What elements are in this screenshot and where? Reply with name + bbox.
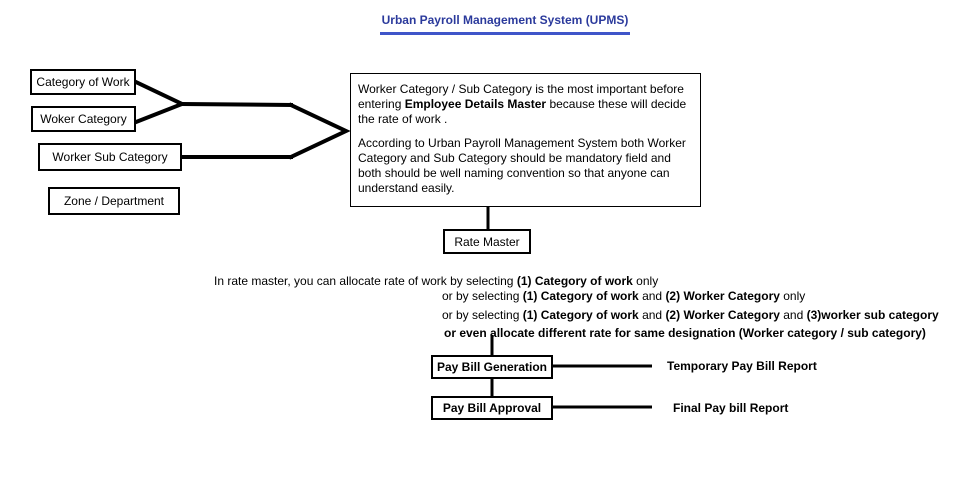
box-rate-master-label: Rate Master: [454, 234, 520, 249]
box-worker-sub-category: Worker Sub Category: [38, 143, 182, 171]
box-pay-bill-generation-label: Pay Bill Generation: [436, 360, 548, 374]
rate-line-3-mid-1: and: [638, 308, 666, 322]
rate-line-2-bold-2: (2) Worker Category: [665, 289, 780, 303]
rate-line-3-bold-1: (1) Category of work: [522, 308, 639, 322]
connector-arrow-to-note: [288, 102, 351, 160]
rate-line-1-tail: only: [632, 274, 659, 288]
connector-category-of-work: [133, 79, 188, 125]
temporary-pay-bill-report: Temporary Pay Bill Report: [667, 359, 817, 373]
note-paragraph-1: Worker Category / Sub Category is the mo…: [358, 82, 693, 127]
diagram-title: Urban Payroll Management System (UPMS): [380, 12, 630, 35]
box-worker-sub-category-label: Worker Sub Category: [52, 150, 168, 164]
note-box: Worker Category / Sub Category is the mo…: [350, 73, 701, 207]
connector-merge: [179, 101, 294, 108]
box-pay-bill-approval-label: Pay Bill Approval: [442, 401, 542, 415]
rate-line-3-bold-3: (3)worker sub category: [806, 308, 939, 322]
rate-line-3-bold-2: (2) Worker Category: [665, 308, 780, 322]
final-pay-bill-report: Final Pay bill Report: [673, 401, 789, 415]
rate-line-2: or by selecting (1) Category of work and…: [442, 289, 805, 304]
rate-line-3: or by selecting (1) Category of work and…: [442, 308, 939, 323]
rate-line-2-bold-1: (1) Category of work: [522, 289, 639, 303]
box-rate-master: Rate Master: [443, 229, 531, 254]
note-p1-tail: because these will decide the rate of wo…: [358, 97, 687, 126]
box-category-of-work: Category of Work: [30, 69, 136, 95]
box-zone-department-label: Zone / Department: [63, 194, 165, 208]
box-pay-bill-generation: Pay Bill Generation: [431, 355, 553, 379]
rate-line-2-mid: and: [638, 289, 666, 303]
rate-line-1-bold: (1) Category of work: [516, 274, 633, 288]
rate-line-1: In rate master, you can allocate rate of…: [214, 274, 658, 289]
rate-line-2-tail: only: [779, 289, 806, 303]
rate-line-4: or even allocate different rate for same…: [444, 326, 926, 340]
box-worker-category: Woker Category: [31, 106, 136, 132]
box-category-of-work-label: Category of Work: [36, 75, 130, 89]
rate-line-3-mid-2: and: [779, 308, 807, 322]
rate-line-1-text: In rate master, you can allocate rate of…: [214, 274, 517, 288]
box-pay-bill-approval: Pay Bill Approval: [431, 396, 553, 420]
note-p1-bold: Employee Details Master: [404, 97, 547, 111]
rate-line-3-text: or by selecting: [442, 308, 523, 322]
note-p1-text: Worker Category / Sub Category is the mo…: [358, 82, 684, 111]
rate-line-2-text: or by selecting: [442, 289, 523, 303]
note-paragraph-2: According to Urban Payroll Management Sy…: [358, 136, 686, 195]
box-worker-category-label: Woker Category: [40, 112, 127, 126]
box-zone-department: Zone / Department: [48, 187, 180, 215]
